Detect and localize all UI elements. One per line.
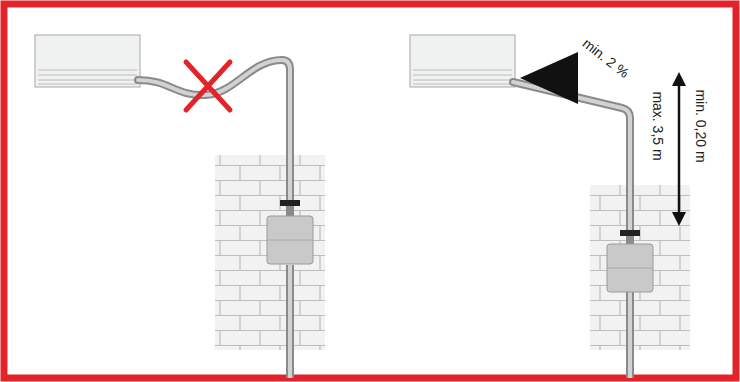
indoor-unit [35, 35, 140, 87]
sloped-pipe [513, 82, 630, 234]
dimension-label: min. 0,20 m [694, 89, 708, 162]
indoor-unit [410, 35, 515, 87]
cross-mark [186, 62, 230, 110]
wall [590, 185, 690, 350]
frame [4, 4, 736, 378]
dimension-label: max. 3,5 m [651, 91, 665, 160]
wall-outlet [267, 200, 313, 378]
sagging-pipe [138, 60, 290, 204]
wall-outlet [607, 230, 653, 378]
height-arrow [672, 72, 686, 226]
slope-wedge [520, 52, 578, 104]
wall [215, 155, 325, 350]
